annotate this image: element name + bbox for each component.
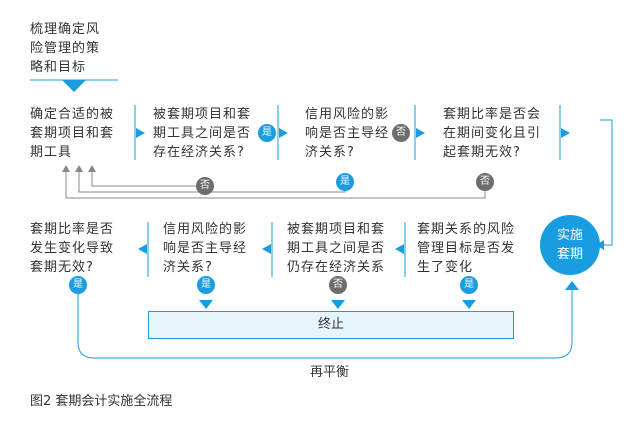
row1-arrow-2 [279, 128, 288, 138]
row2-step-4: 套期比率是否 发生变化导致 套期无效? [30, 220, 114, 277]
row1-step-1-line-1: 确定合适的被 [30, 107, 115, 122]
no-badge-row2-2: 否 [329, 276, 347, 294]
down-arrow-1 [199, 300, 213, 309]
row1-step-3: 信用风险的影 响是否主导经 济关系? [305, 105, 389, 162]
terminate-box: 终止 [148, 311, 514, 339]
row1-step-4-line-2: 在期间变化且引 [443, 126, 542, 141]
no-badge-feedback-3: 否 [476, 173, 494, 191]
start-down-arrow [62, 80, 86, 92]
start-line-2: 险管理的策 [30, 41, 101, 56]
row1-step-2-line-3: 存在经济关系? [153, 145, 245, 160]
row2-step-4-line-2: 发生变化导致 [30, 241, 115, 256]
yes-badge-row2-3: 是 [197, 276, 215, 294]
row2-step-4-line-1: 套期比率是否 [30, 222, 115, 237]
row2-step-2: 被套期项目和套 期工具之间是否 仍存在经济关系 [287, 220, 385, 277]
row1-step-4-line-1: 套期比率是否会 [443, 107, 542, 122]
row2-step-2-line-3: 仍存在经济关系 [287, 260, 386, 275]
yes-badge-row2-1: 是 [460, 276, 478, 294]
down-arrow-3 [462, 300, 476, 309]
feedback-loop-outer [65, 172, 486, 199]
start-step: 梳理确定风 险管理的策 略和目标 [30, 20, 100, 77]
rebalance-loop [77, 290, 573, 359]
rebalance-label: 再平衡 [310, 365, 350, 380]
down-arrow-2 [331, 300, 345, 309]
yes-badge-feedback-2: 是 [336, 173, 354, 191]
row2-step-1-line-3: 生了变化 [417, 260, 474, 275]
row1-step-4-line-3: 起套期无效? [443, 145, 521, 160]
row1-step-2-line-1: 被套期项目和套 [153, 107, 252, 122]
row2-step-3-line-2: 响是否主导经 [163, 241, 248, 256]
row2-step-2-line-2: 期工具之间是否 [287, 241, 386, 256]
row1-step-3-line-3: 济关系? [305, 145, 355, 160]
row2-step-1-line-2: 管理目标是否发 [417, 241, 516, 256]
row1-step-2-line-2: 期工具之间是否 [153, 126, 252, 141]
start-line-1: 梳理确定风 [30, 22, 101, 37]
row1-step-4: 套期比率是否会 在期间变化且引 起套期无效? [443, 105, 541, 162]
row2-step-4-line-3: 套期无效? [30, 260, 94, 275]
row1-step-1-line-3: 期工具 [30, 145, 73, 160]
row1-arrow-1 [136, 128, 145, 138]
row2-step-3-line-3: 济关系? [163, 260, 213, 275]
yes-badge-row1-1: 是 [258, 124, 276, 142]
center-line-1: 实施 [556, 228, 583, 243]
row2-step-3: 信用风险的影 响是否主导经 济关系? [163, 220, 247, 277]
connector-to-center [600, 119, 613, 246]
row2-step-1-line-1: 套期关系的风险 [417, 222, 516, 237]
feedback-loop-middle [78, 172, 346, 193]
row2-step-3-line-1: 信用风险的影 [163, 222, 248, 237]
feedback-loop-inner [91, 172, 205, 187]
start-line-3: 略和目标 [30, 60, 87, 75]
row1-step-2: 被套期项目和套 期工具之间是否 存在经济关系? [153, 105, 251, 162]
center-line-2: 套期 [556, 247, 583, 262]
row1-step-3-line-2: 响是否主导经 [305, 126, 390, 141]
row1-step-1-line-2: 套期项目和套 [30, 126, 115, 141]
row1-arrow-4 [561, 128, 570, 138]
row2-step-2-line-1: 被套期项目和套 [287, 222, 386, 237]
row1-step-1: 确定合适的被 套期项目和套 期工具 [30, 105, 114, 162]
row1-step-3-line-1: 信用风险的影 [305, 107, 390, 122]
row1-arrow-3 [416, 128, 425, 138]
row2-step-1: 套期关系的风险 管理目标是否发 生了变化 [417, 220, 515, 277]
yes-badge-row2-4: 是 [69, 276, 87, 294]
no-badge-feedback-1: 否 [196, 177, 214, 195]
implement-hedge-node: 实施 套期 [540, 215, 600, 275]
figure-caption: 图2 套期会计实施全流程 [30, 394, 173, 409]
no-badge-row1-1: 否 [392, 124, 410, 142]
